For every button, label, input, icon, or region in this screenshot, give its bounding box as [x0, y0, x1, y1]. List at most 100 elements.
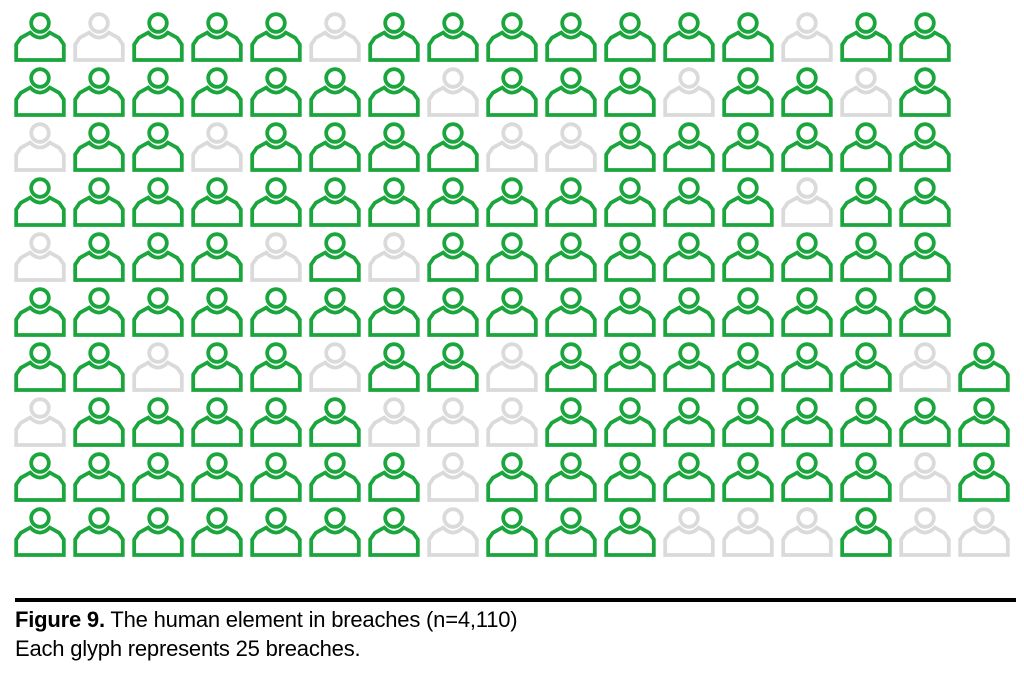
person-icon-human-element — [132, 397, 184, 447]
person-icon-no-human-element — [899, 507, 951, 557]
person-icon-human-element — [604, 287, 656, 337]
person-icon-human-element — [604, 452, 656, 502]
person-icon-human-element — [722, 67, 774, 117]
figure-caption: Figure 9. The human element in breaches … — [15, 598, 1016, 663]
person-icon-human-element — [250, 177, 302, 227]
person-icon-human-element — [132, 232, 184, 282]
person-icon-no-human-element — [781, 507, 833, 557]
person-icon-human-element — [132, 12, 184, 62]
person-icon-human-element — [781, 342, 833, 392]
person-icon-human-element — [250, 67, 302, 117]
person-icon-human-element — [781, 287, 833, 337]
person-icon-human-element — [840, 122, 892, 172]
person-icon-human-element — [73, 122, 125, 172]
person-icon-human-element — [132, 122, 184, 172]
person-icon-human-element — [191, 232, 243, 282]
person-icon-no-human-element — [368, 232, 420, 282]
person-icon-no-human-element — [840, 67, 892, 117]
person-icon-human-element — [545, 507, 597, 557]
person-icon-human-element — [722, 12, 774, 62]
person-icon-human-element — [427, 287, 479, 337]
person-icon-human-element — [545, 287, 597, 337]
person-icon-human-element — [309, 287, 361, 337]
person-icon-human-element — [250, 507, 302, 557]
person-icon-human-element — [545, 177, 597, 227]
person-icon-human-element — [604, 67, 656, 117]
person-icon-human-element — [840, 397, 892, 447]
caption-line-2: Each glyph represents 25 breaches. — [15, 636, 361, 661]
person-icon-human-element — [250, 452, 302, 502]
person-icon-human-element — [958, 397, 1010, 447]
pictograph-row — [14, 397, 1010, 447]
person-icon-no-human-element — [309, 342, 361, 392]
person-icon-human-element — [840, 12, 892, 62]
figure-title: The human element in breaches (n=4,110) — [110, 607, 518, 632]
person-icon-human-element — [73, 67, 125, 117]
person-icon-no-human-element — [958, 507, 1010, 557]
person-icon-human-element — [663, 12, 715, 62]
person-icon-human-element — [132, 507, 184, 557]
person-icon-no-human-element — [781, 12, 833, 62]
person-icon-no-human-element — [722, 507, 774, 557]
person-icon-human-element — [73, 342, 125, 392]
person-icon-human-element — [368, 507, 420, 557]
person-icon-human-element — [132, 287, 184, 337]
person-icon-no-human-element — [191, 122, 243, 172]
person-icon-human-element — [663, 397, 715, 447]
person-icon-human-element — [604, 232, 656, 282]
person-icon-human-element — [309, 507, 361, 557]
pictograph-row — [14, 67, 1010, 117]
person-icon-no-human-element — [14, 232, 66, 282]
person-icon-human-element — [191, 177, 243, 227]
person-icon-no-human-element — [427, 452, 479, 502]
person-icon-human-element — [309, 122, 361, 172]
pictograph-row — [14, 177, 1010, 227]
person-icon-no-human-element — [132, 342, 184, 392]
person-icon-human-element — [781, 67, 833, 117]
person-icon-human-element — [958, 342, 1010, 392]
person-icon-human-element — [309, 452, 361, 502]
person-icon-human-element — [368, 12, 420, 62]
person-icon-human-element — [250, 342, 302, 392]
person-icon-human-element — [486, 12, 538, 62]
person-icon-human-element — [899, 67, 951, 117]
person-icon-human-element — [840, 507, 892, 557]
pictograph-row — [14, 122, 1010, 172]
person-icon-human-element — [73, 452, 125, 502]
person-icon-human-element — [14, 452, 66, 502]
person-icon-human-element — [73, 232, 125, 282]
person-icon-human-element — [191, 452, 243, 502]
person-icon-human-element — [545, 67, 597, 117]
person-icon-no-human-element — [486, 122, 538, 172]
person-icon-human-element — [604, 507, 656, 557]
person-icon-human-element — [486, 452, 538, 502]
person-icon-no-human-element — [899, 452, 951, 502]
person-icon-no-human-element — [73, 12, 125, 62]
person-icon-human-element — [899, 12, 951, 62]
person-icon-human-element — [191, 67, 243, 117]
person-icon-human-element — [368, 67, 420, 117]
pictograph-row — [14, 507, 1010, 557]
person-icon-human-element — [545, 397, 597, 447]
person-icon-human-element — [663, 232, 715, 282]
person-icon-no-human-element — [368, 397, 420, 447]
person-icon-human-element — [191, 507, 243, 557]
person-icon-human-element — [427, 122, 479, 172]
person-icon-human-element — [191, 397, 243, 447]
person-icon-human-element — [73, 287, 125, 337]
person-icon-human-element — [486, 232, 538, 282]
person-icon-human-element — [427, 12, 479, 62]
person-icon-no-human-element — [14, 122, 66, 172]
person-icon-human-element — [486, 67, 538, 117]
person-icon-human-element — [14, 342, 66, 392]
person-icon-human-element — [781, 397, 833, 447]
person-icon-human-element — [73, 507, 125, 557]
person-icon-human-element — [368, 452, 420, 502]
person-icon-no-human-element — [427, 507, 479, 557]
person-icon-human-element — [899, 122, 951, 172]
person-icon-human-element — [722, 122, 774, 172]
person-icon-no-human-element — [486, 397, 538, 447]
person-icon-no-human-element — [309, 12, 361, 62]
person-icon-human-element — [73, 397, 125, 447]
person-icon-human-element — [191, 342, 243, 392]
